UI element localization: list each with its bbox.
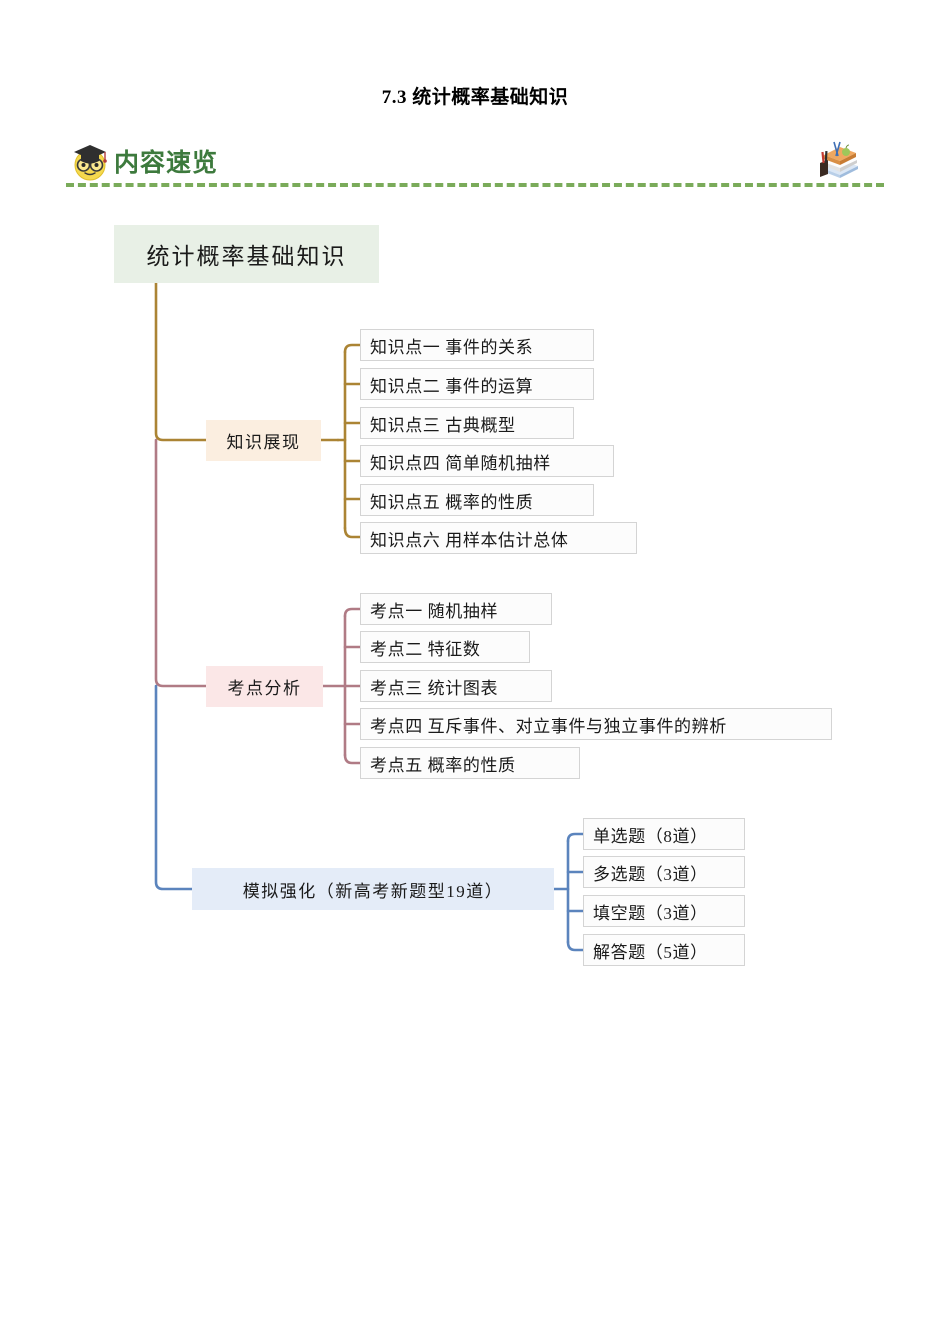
mindmap-branch-exam-label: 考点分析 — [227, 679, 302, 698]
mindmap-leaf-knowledge-2[interactable]: 知识点二 事件的运算 — [360, 368, 594, 400]
mindmap-leaf-label: 多选题（3道） — [593, 864, 708, 884]
connector-group-knowledge — [154, 281, 362, 539]
mindmap-leaf-label: 知识点三 古典概型 — [370, 415, 516, 435]
mindmap-branch-knowledge-label: 知识展现 — [226, 433, 301, 452]
mindmap-leaf-label: 知识点四 简单随机抽样 — [370, 453, 551, 473]
mindmap-leaf-knowledge-1[interactable]: 知识点一 事件的关系 — [360, 329, 594, 361]
mindmap-branch-practice[interactable]: 模拟强化（新高考新题型19道） — [192, 868, 554, 910]
mindmap-leaf-practice-3[interactable]: 填空题（3道） — [583, 895, 745, 927]
mindmap-leaf-exam-3[interactable]: 考点三 统计图表 — [360, 670, 552, 702]
mindmap-root-node[interactable]: 统计概率基础知识 — [114, 225, 379, 283]
mindmap-branch-exam[interactable]: 考点分析 — [206, 666, 323, 707]
mindmap-branch-knowledge[interactable]: 知识展现 — [206, 420, 321, 461]
mindmap-leaf-label: 知识点二 事件的运算 — [370, 376, 534, 396]
mindmap-branch-practice-label: 模拟强化（新高考新题型19道） — [242, 881, 504, 901]
graduate-owl-face-icon — [74, 145, 107, 181]
mindmap-leaf-practice-4[interactable]: 解答题（5道） — [583, 934, 745, 966]
content-overview-banner: 内容速览 — [64, 134, 886, 190]
mindmap-root-label: 统计概率基础知识 — [146, 244, 347, 269]
mindmap-leaf-exam-1[interactable]: 考点一 随机抽样 — [360, 593, 552, 625]
mindmap-leaf-knowledge-3[interactable]: 知识点三 古典概型 — [360, 407, 574, 439]
mindmap-leaf-label: 考点二 特征数 — [370, 639, 481, 659]
connector-group-exam — [154, 438, 362, 765]
stacked-books-icon — [820, 141, 858, 178]
mindmap-leaf-label: 单选题（8道） — [593, 826, 708, 846]
mindmap-leaf-label: 知识点一 事件的关系 — [370, 337, 534, 357]
mindmap-leaf-exam-5[interactable]: 考点五 概率的性质 — [360, 747, 580, 779]
mindmap-leaf-exam-4[interactable]: 考点四 互斥事件、对立事件与独立事件的辨析 — [360, 708, 832, 740]
mindmap-leaf-label: 考点五 概率的性质 — [370, 755, 516, 775]
mindmap-leaf-label: 解答题（5道） — [593, 942, 708, 962]
mindmap-leaf-label: 知识点五 概率的性质 — [370, 492, 534, 512]
mindmap-leaf-label: 考点三 统计图表 — [370, 678, 499, 698]
mindmap-leaf-exam-2[interactable]: 考点二 特征数 — [360, 631, 530, 663]
mindmap-leaf-label: 填空题（3道） — [593, 903, 708, 923]
mindmap-leaf-knowledge-4[interactable]: 知识点四 简单随机抽样 — [360, 445, 614, 477]
mindmap-leaf-practice-2[interactable]: 多选题（3道） — [583, 856, 745, 888]
page-title: 7.3 统计概率基础知识 — [381, 87, 569, 108]
mindmap-leaf-knowledge-5[interactable]: 知识点五 概率的性质 — [360, 484, 594, 516]
banner-divider — [66, 183, 884, 187]
mindmap-leaf-practice-1[interactable]: 单选题（8道） — [583, 818, 745, 850]
mindmap-leaf-label: 考点四 互斥事件、对立事件与独立事件的辨析 — [370, 716, 727, 736]
mindmap-leaf-label: 知识点六 用样本估计总体 — [370, 530, 569, 550]
mindmap-leaf-label: 考点一 随机抽样 — [370, 601, 499, 621]
banner-label: 内容速览 — [114, 149, 219, 177]
mindmap-leaf-knowledge-6[interactable]: 知识点六 用样本估计总体 — [360, 522, 637, 554]
